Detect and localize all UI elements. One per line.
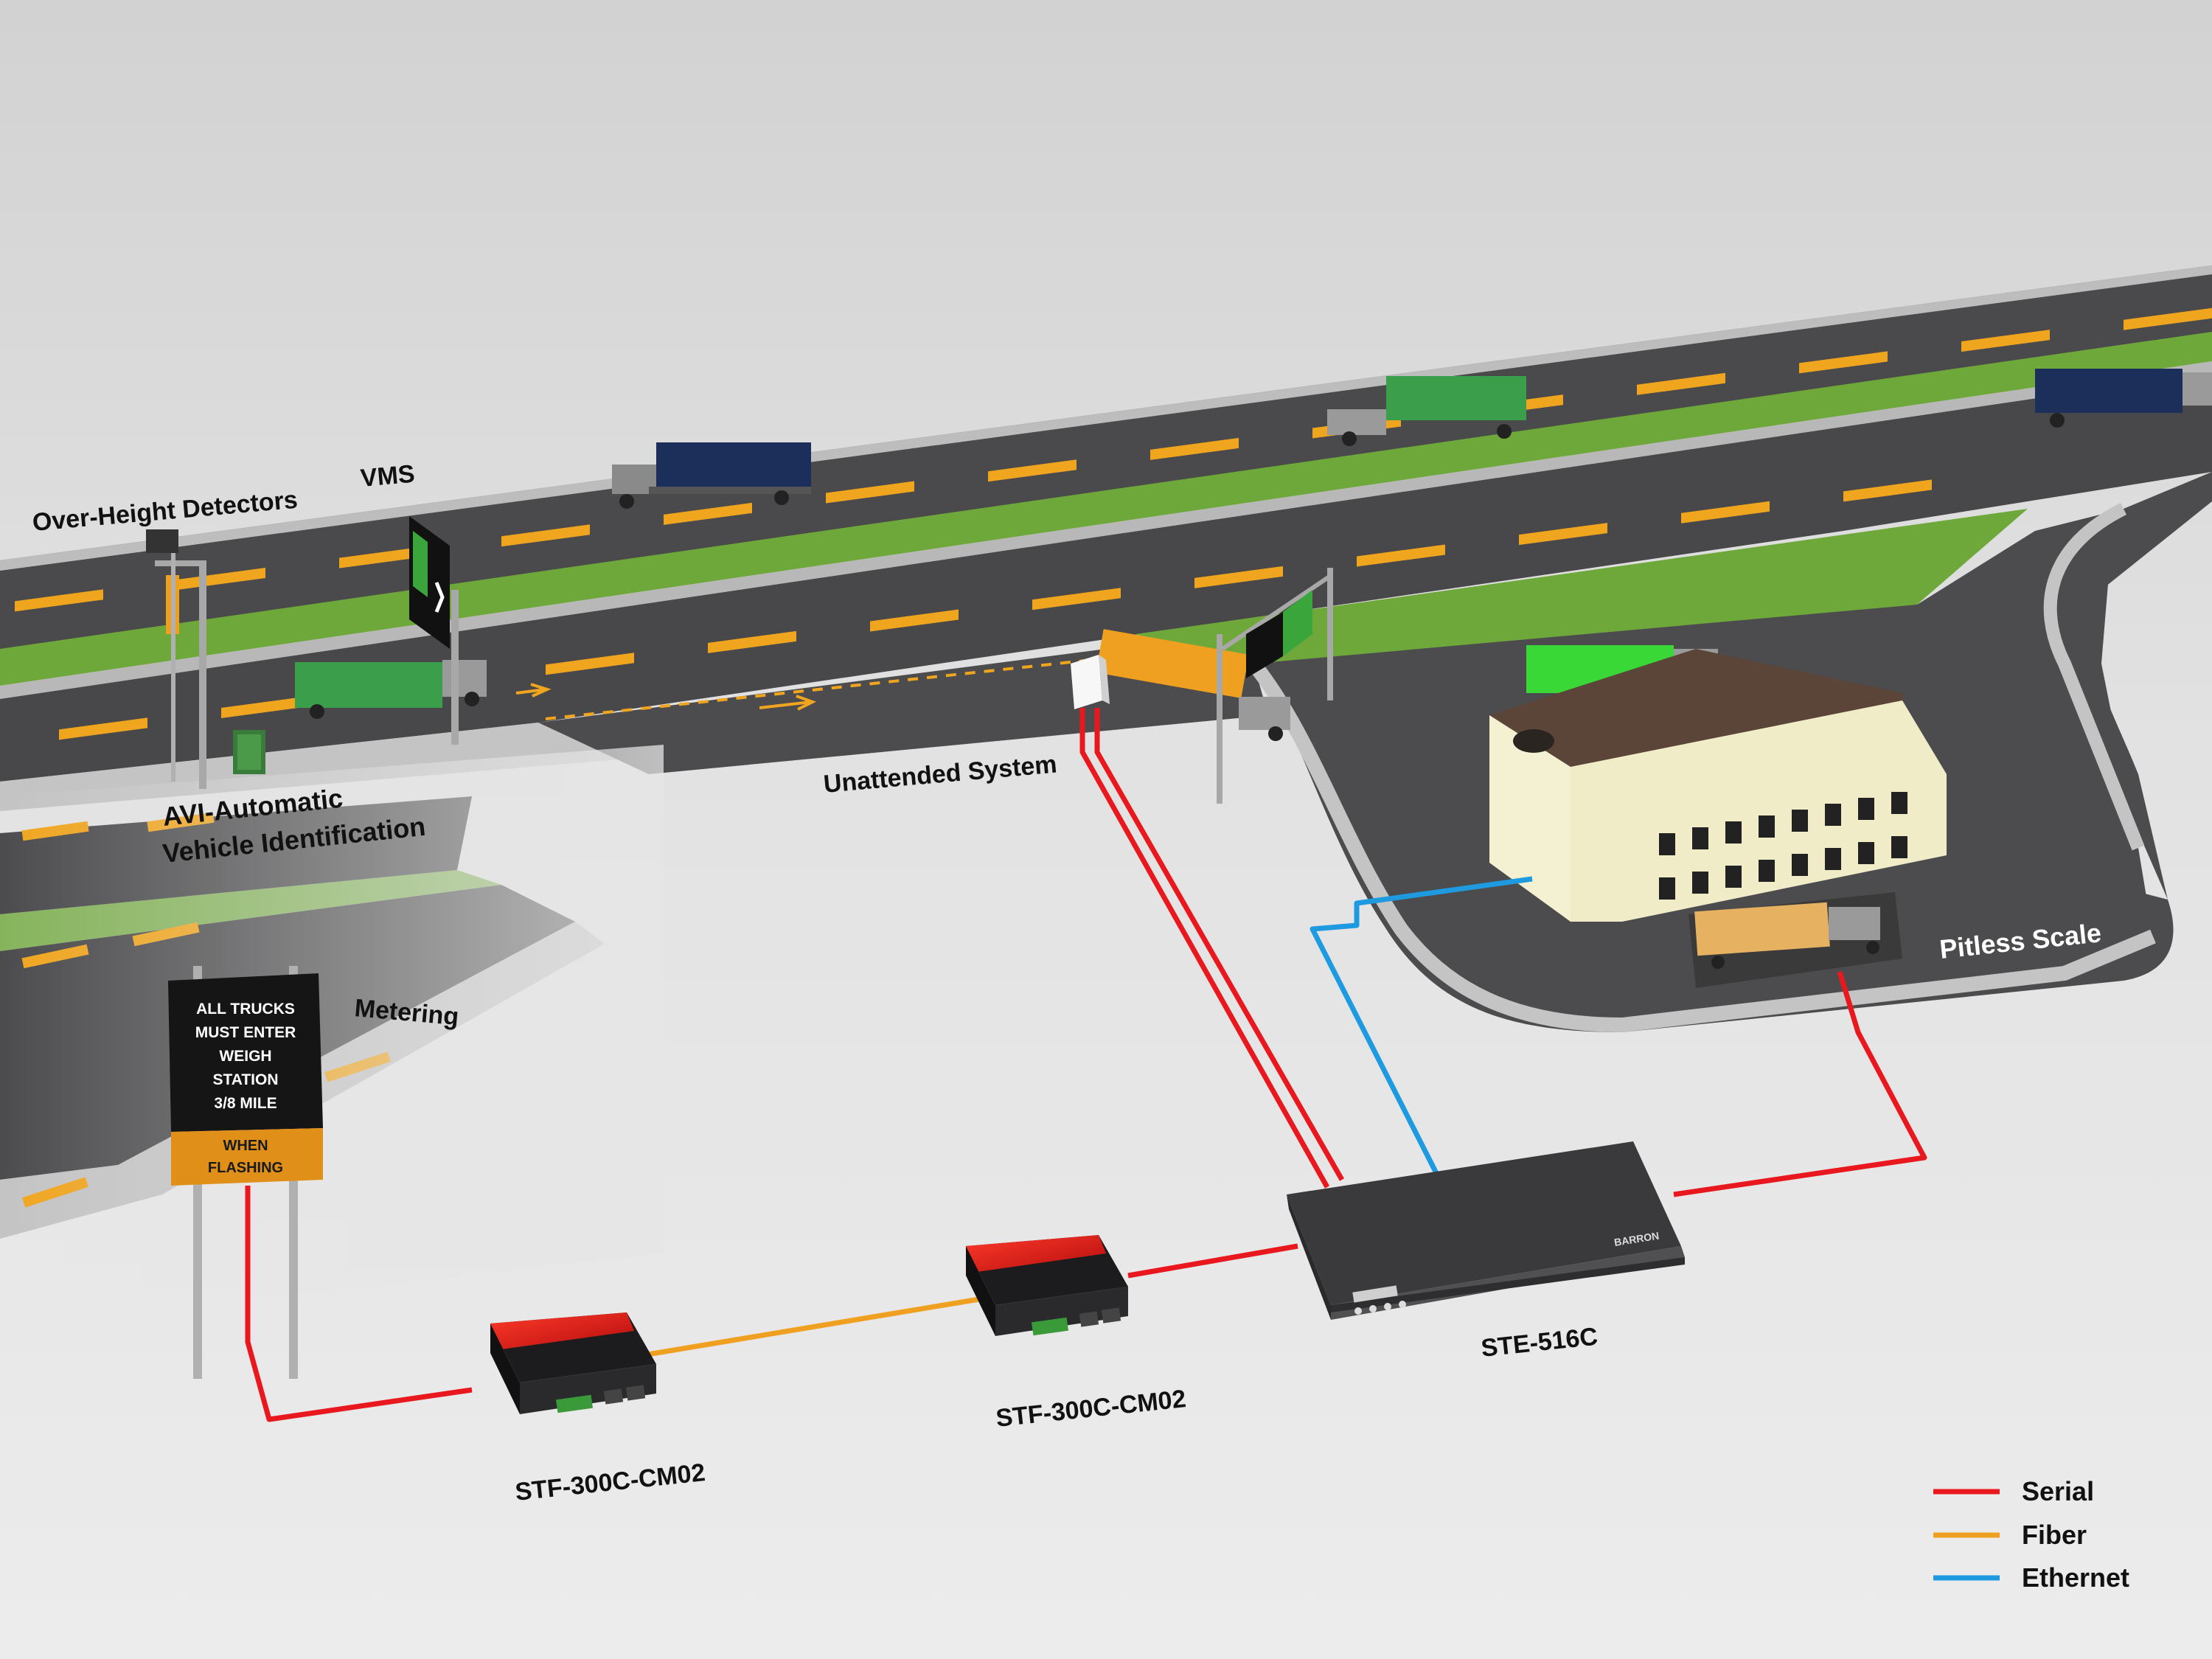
legend-item-fiber: Fiber (1933, 1520, 2087, 1550)
serial-cable-scale (1673, 970, 1927, 1197)
vms-sign (409, 516, 459, 745)
ethernet-cable (1310, 876, 1533, 1178)
far-curb (0, 265, 2212, 571)
sign-line-5: 3/8 MILE (214, 1095, 276, 1112)
over-height-detector (146, 529, 206, 789)
ramp-arrows (515, 683, 817, 711)
truck-tan-scale (1688, 892, 1902, 988)
unattended-system-cabinet (1071, 655, 1110, 709)
sign-line-1: ALL TRUCKS (196, 1001, 295, 1018)
sign-panel-line-1: WHEN (223, 1138, 268, 1154)
near-roadway (0, 372, 2212, 782)
lot-curb (1248, 658, 2156, 1033)
truck-green-far (1327, 376, 1526, 446)
ste-516c-device: BARRON (1287, 1141, 1685, 1320)
legend-item-serial: Serial (1933, 1476, 2094, 1506)
stf-300c-cm02-b (966, 1235, 1128, 1336)
metering-sign: ALL TRUCKS MUST ENTER WEIGH STATION 3/8 … (168, 966, 323, 1379)
truck-blue-far (612, 442, 811, 509)
truck-green-near (295, 660, 487, 719)
serial-cable-stf-ste (1127, 1243, 1298, 1279)
truck-yellow-ramp (1096, 629, 1290, 741)
sign-board (168, 973, 323, 1132)
median-curb (0, 361, 2212, 699)
avi-reader (233, 730, 265, 774)
sign-line-4: STATION (212, 1071, 278, 1088)
legend: Serial Fiber Ethernet (1933, 1476, 2129, 1593)
lane-markings-near (59, 479, 1932, 740)
stf-300c-cm02-a (490, 1312, 656, 1414)
serial-cable-unattended-b (1094, 708, 1345, 1181)
serial-cable-unattended-a (1079, 708, 1330, 1189)
cables (245, 708, 1927, 1422)
legend-label-ethernet: Ethernet (2022, 1562, 2129, 1593)
highway (0, 265, 2212, 811)
serial-cable-sign (245, 1186, 473, 1422)
building-windows (1659, 792, 1907, 900)
sign-line-3: WEIGH (219, 1048, 271, 1065)
ramp-dashed-line (545, 658, 1092, 720)
far-roadway (0, 265, 2212, 667)
legend-label-fiber: Fiber (2022, 1520, 2087, 1550)
median-grass (0, 332, 2212, 686)
sign-line-2: MUST ENTER (195, 1024, 296, 1041)
sign-panel-line-2: FLASHING (208, 1160, 283, 1176)
truck-blue-right (2035, 369, 2212, 428)
sign-panel (171, 1128, 323, 1186)
legend-label-serial: Serial (2022, 1476, 2094, 1506)
fiber-cable (633, 1295, 989, 1360)
legend-item-ethernet: Ethernet (1933, 1562, 2129, 1593)
label-vms: VMS (359, 460, 416, 493)
overhead-sign-ramp (1217, 568, 1333, 804)
lot-curb-right (2043, 502, 2145, 851)
scale-house-building (1489, 649, 1947, 922)
